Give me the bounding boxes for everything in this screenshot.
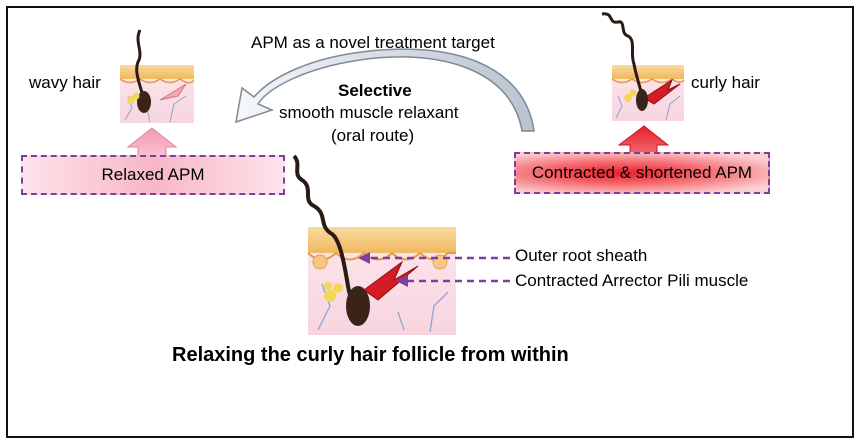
figure-frame bbox=[6, 6, 854, 438]
wavy-hair-follicle-illustration bbox=[119, 29, 195, 123]
bottom-caption: Relaxing the curly hair follicle from wi… bbox=[172, 344, 569, 366]
outer-root-sheath-label: Outer root sheath bbox=[515, 246, 648, 265]
relaxed-apm-box: Relaxed APM bbox=[21, 155, 285, 195]
contracted-apm-annotation: Contracted Arrector Pili muscle bbox=[515, 271, 749, 290]
top-caption: APM as a novel treatment target bbox=[251, 33, 495, 52]
contracted-apm-box: Contracted & shortened APM bbox=[514, 152, 770, 194]
right-up-arrow bbox=[617, 125, 670, 156]
central-follicle-illustration bbox=[292, 154, 456, 335]
wavy-hair-label: wavy hair bbox=[29, 73, 101, 92]
relaxed-apm-label: Relaxed APM bbox=[101, 165, 205, 184]
contracted-apm-label: Contracted & shortened APM bbox=[531, 163, 753, 182]
curly-hair-follicle-illustration bbox=[601, 12, 685, 121]
center-text-line2: smooth muscle relaxant bbox=[279, 103, 459, 122]
center-text-line1: Selective bbox=[338, 81, 412, 100]
annotation-arrows bbox=[358, 252, 510, 287]
center-text-line3: (oral route) bbox=[331, 126, 415, 145]
curved-arrow bbox=[235, 48, 535, 132]
curly-hair-label: curly hair bbox=[691, 73, 760, 92]
left-up-arrow bbox=[126, 127, 178, 159]
